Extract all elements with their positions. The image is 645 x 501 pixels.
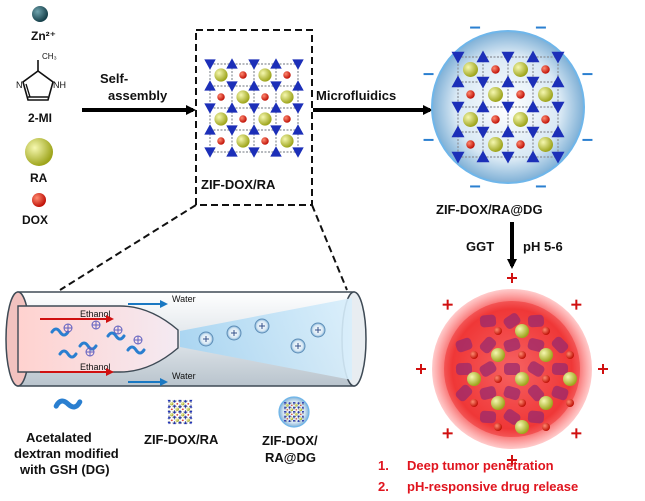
zn-ion-icon <box>32 6 48 22</box>
n-label: N <box>16 80 23 90</box>
ra-icon <box>25 138 53 166</box>
self-assembly-label-2: assembly <box>108 88 168 103</box>
ggt-label: GGT <box>466 239 494 254</box>
mi-label: 2-MI <box>28 111 52 125</box>
imidazole-icon <box>22 60 54 101</box>
dg-label-3: with GSH (DG) <box>19 462 110 477</box>
zif-dg-legend-icon <box>283 401 305 423</box>
ra-label: RA <box>30 171 48 185</box>
zoom-guide-left <box>59 204 197 291</box>
zif-dox-ra-dg-core <box>451 50 565 164</box>
methyl-label: CH₃ <box>42 52 57 61</box>
zif-dox-ra-particle <box>204 58 304 158</box>
dg-label-2: dextran modified <box>14 446 119 461</box>
nh-label: NH <box>53 80 66 90</box>
dg-label-1: Acetalated <box>26 430 92 445</box>
dg-polymer-icon <box>53 398 83 410</box>
microfluidics-label: Microfluidics <box>316 88 396 103</box>
dox-icon <box>32 193 46 207</box>
outcome-1-text: Deep tumor penetration <box>407 458 554 473</box>
ethanol-top-label: Ethanol <box>80 309 111 319</box>
channel-particles <box>50 318 326 359</box>
ethanol-bottom-label: Ethanol <box>80 362 111 372</box>
dox-label: DOX <box>22 213 48 227</box>
zif-legend-label: ZIF-DOX/RA <box>144 432 219 447</box>
microfluidic-channel <box>5 291 367 387</box>
ph-label: pH 5-6 <box>523 239 563 254</box>
zif-detail-box <box>195 29 313 206</box>
water-top-label: Water <box>172 294 196 304</box>
outcome-2-number: 2. <box>378 479 389 494</box>
zn-label: Zn²⁺ <box>31 29 56 43</box>
zif-dox-ra-label: ZIF-DOX/RA <box>201 177 276 192</box>
zif-legend-icon <box>167 399 193 425</box>
self-assembly-label-1: Self- <box>100 71 128 86</box>
negative-surface-charges <box>423 26 593 188</box>
outcome-2-text: pH-responsive drug release <box>407 479 578 494</box>
zoom-guide-right <box>311 204 348 291</box>
water-bottom-label: Water <box>172 371 196 381</box>
positive-surface-charges <box>416 273 608 465</box>
zif-dox-ra-dg-label: ZIF-DOX/RA@DG <box>436 202 543 217</box>
zif-dg-legend-label-1: ZIF-DOX/ <box>262 433 318 448</box>
zif-dg-legend-label-2: RA@DG <box>265 450 316 465</box>
released-drug-cargo <box>455 313 577 434</box>
outcome-1-number: 1. <box>378 458 389 473</box>
